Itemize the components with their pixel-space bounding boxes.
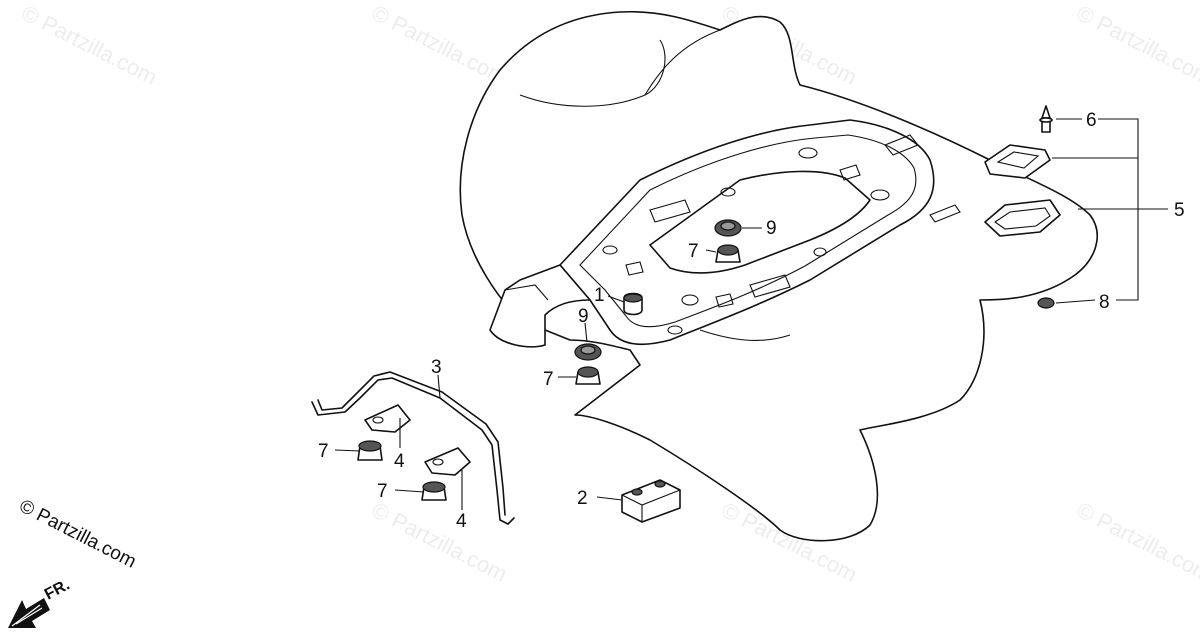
callouts: 1 2 3 4 4 5 6 7 7 7 7 8 9 9 (318, 110, 1185, 532)
block-2 (621, 479, 681, 523)
watermark: © Partzilla.com (368, 0, 511, 90)
bracket-4-upper (364, 404, 411, 433)
leader-lines (334, 118, 1168, 510)
watermark: © Partzilla.com (1073, 0, 1200, 90)
nut-7-bottom (421, 481, 447, 501)
callout-7-upper: 7 (688, 241, 699, 262)
front-arrow-icon (8, 598, 50, 628)
nut-7-upper (715, 244, 741, 263)
watermark: © Partzilla.com (1073, 497, 1200, 587)
callout-9-lower: 9 (578, 306, 589, 327)
callout-4-lower: 4 (456, 511, 467, 532)
callout-7-lower: 7 (543, 369, 554, 390)
callout-7-left: 7 (318, 441, 329, 462)
callout-3: 3 (431, 357, 442, 378)
rear-fender (459, 10, 1099, 542)
watermark: © Partzilla.com (18, 0, 161, 90)
callout-1: 1 (594, 285, 605, 306)
nut-8 (1037, 297, 1055, 309)
nut-7-left (357, 440, 383, 461)
callout-9-upper: 9 (766, 218, 777, 239)
rivet-6 (1039, 105, 1053, 133)
stay-3 (311, 371, 515, 525)
grommet-9-upper (714, 219, 742, 237)
watermark: © Partzilla.com (368, 497, 511, 587)
copyright-text: © Partzilla.com (16, 496, 140, 573)
bracket-4-lower (424, 447, 471, 476)
front-label: FR. (42, 576, 73, 603)
nut-7-lower (575, 366, 601, 385)
cushion-1 (623, 292, 643, 316)
callout-5: 5 (1174, 200, 1185, 221)
grommet-9-lower (574, 343, 602, 361)
plate-6 (984, 144, 1051, 179)
callout-2: 2 (577, 488, 588, 509)
callout-8: 8 (1099, 292, 1110, 313)
callout-7-bottom: 7 (377, 481, 388, 502)
callout-6: 6 (1086, 110, 1097, 131)
callout-4-upper: 4 (394, 451, 405, 472)
